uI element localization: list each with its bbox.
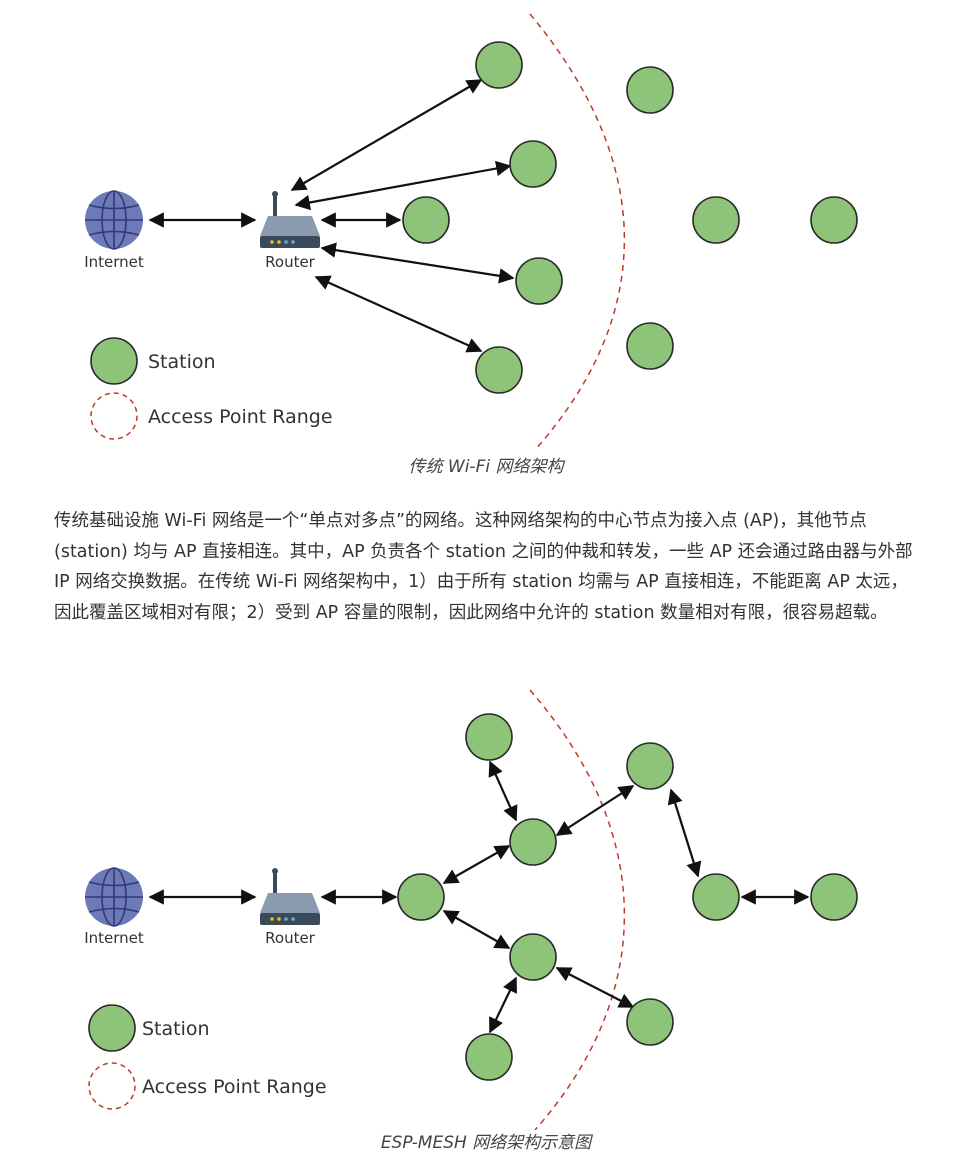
arrow-right-far: [667, 788, 702, 878]
legend-range-icon: [90, 392, 138, 440]
router-label: Router: [265, 929, 316, 947]
station-node: [465, 713, 513, 761]
internet-globe-icon: [85, 190, 143, 250]
legend-station-label: Station: [148, 351, 216, 373]
station-node: [692, 196, 740, 244]
legend-range-label: Access Point Range: [148, 406, 333, 428]
station-node: [475, 346, 523, 394]
figure-caption-2: ESP-MESH 网络架构示意图: [380, 1133, 592, 1153]
station-node: [626, 998, 674, 1046]
router-icon: [260, 191, 320, 248]
connection-arrows: [148, 760, 810, 1034]
station-node: [515, 257, 563, 305]
stations: [397, 713, 858, 1081]
station-node: [509, 818, 557, 866]
esp-mesh-svg: Internet Router Stati: [84, 689, 858, 1130]
traditional-wifi-svg: Internet Router Stati: [84, 13, 858, 450]
arrow-root-upper: [442, 845, 511, 884]
station-node: [509, 933, 557, 981]
router-icon: [260, 868, 320, 925]
figure-caption-1: 传统 Wi-Fi 网络架构: [408, 457, 564, 477]
legend: Station Access Point Range: [90, 337, 333, 440]
station-node: [692, 873, 740, 921]
internet-label: Internet: [84, 929, 144, 947]
arrow-upper-right: [555, 785, 635, 836]
station-node: [626, 322, 674, 370]
station-node: [810, 196, 858, 244]
legend-range-icon: [88, 1062, 136, 1110]
station-node: [810, 873, 858, 921]
legend-station-icon: [90, 337, 138, 385]
arrow-router-station-lower: [320, 242, 515, 284]
station-node: [465, 1033, 513, 1081]
station-node: [475, 41, 523, 89]
internet-globe-icon: [85, 867, 143, 927]
access-point-range-arc: [529, 689, 626, 1130]
connection-arrows: [148, 79, 515, 353]
legend-station-label: Station: [142, 1018, 210, 1040]
arrow-lower-right: [555, 967, 635, 1008]
stations: [402, 41, 858, 394]
arrow-router-station-bottom: [314, 275, 483, 353]
arrow-router-station-upper: [294, 160, 512, 211]
arrow-root-lower: [442, 910, 511, 949]
station-node: [397, 873, 445, 921]
access-point-range-arc: [529, 13, 626, 450]
station-node: [626, 66, 674, 114]
legend-range-label: Access Point Range: [142, 1076, 327, 1098]
esp-mesh-diagram: Internet Router Stati: [0, 680, 972, 1130]
arrow-lower-bottom: [489, 976, 517, 1034]
arrow-router-station-top: [290, 79, 483, 191]
legend-station-icon: [88, 1004, 136, 1052]
station-node: [402, 196, 450, 244]
station-node: [509, 140, 557, 188]
traditional-wifi-diagram: Internet Router Stati: [0, 0, 972, 450]
arrow-upper-top: [488, 760, 518, 822]
body-paragraph: 传统基础设施 Wi-Fi 网络是一个“单点对多点”的网络。这种网络架构的中心节点…: [54, 511, 913, 623]
router-label: Router: [265, 253, 316, 271]
internet-label: Internet: [84, 253, 144, 271]
legend: Station Access Point Range: [88, 1004, 327, 1110]
station-node: [626, 742, 674, 790]
